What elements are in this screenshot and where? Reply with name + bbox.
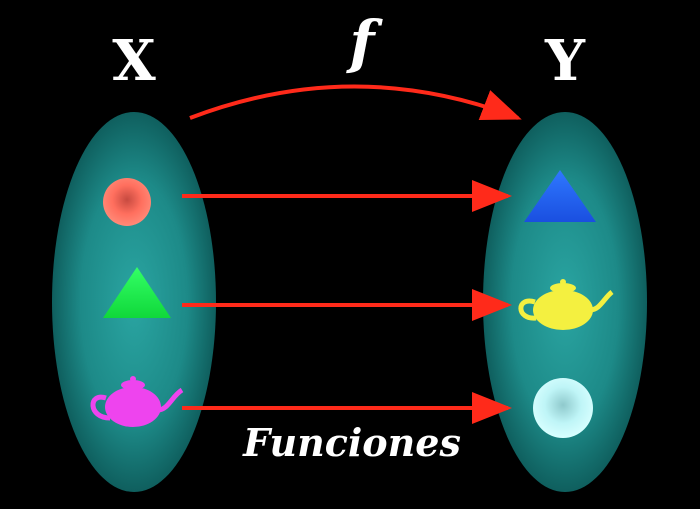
domain-teapot-icon <box>90 376 184 427</box>
function-arrow <box>189 84 522 120</box>
codomain-label: Y <box>544 28 586 94</box>
domain-triangle-icon <box>103 267 171 318</box>
domain-circle-icon <box>103 178 151 226</box>
function-label: f <box>346 8 384 76</box>
codomain-triangle-icon <box>524 170 596 222</box>
codomain-circle-icon <box>533 378 593 438</box>
codomain-teapot-icon <box>518 279 614 330</box>
domain-label: X <box>112 28 156 94</box>
caption: Funciones <box>242 420 461 465</box>
